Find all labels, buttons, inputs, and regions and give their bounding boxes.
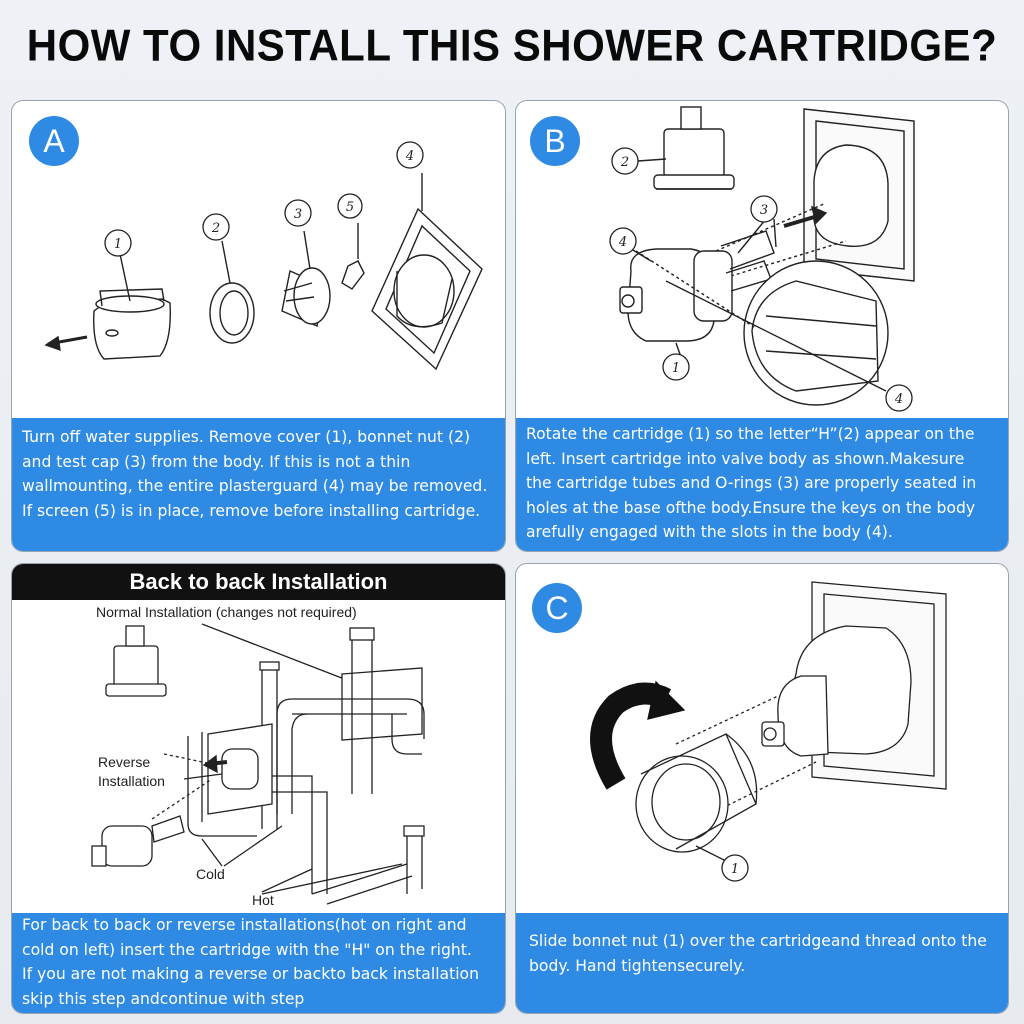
caption-line: and test cap (3) from the body. If this … [22, 452, 411, 471]
caption-line: left. Insert cartridge into valve body a… [526, 449, 965, 468]
step-a-panel: A [11, 100, 506, 552]
callout-4: 4 [618, 235, 627, 250]
caption-line: For back to back or reverse installation… [22, 916, 467, 934]
caption-line: arefully engaged with the slots in the b… [526, 523, 893, 541]
callout-3: 3 [294, 207, 302, 222]
step-a-badge: A [29, 116, 79, 166]
step-a-caption: Turn off water supplies. Remove cover (1… [12, 418, 505, 551]
cold-label: Cold [196, 866, 225, 882]
step-c-badge: C [532, 583, 582, 633]
back-to-back-header: Back to back Installation [12, 564, 505, 600]
caption-line: holes at the base ofthe body.Ensure the … [526, 498, 976, 517]
page-title: HOW TO INSTALL THIS SHOWER CARTRIDGE? [26, 20, 998, 71]
callout-4: 4 [405, 149, 414, 164]
step-c-caption: Slide bonnet nut (1) over the cartridgea… [516, 913, 1008, 1013]
callout-2: 2 [620, 155, 629, 170]
callout-1: 1 [731, 862, 739, 877]
callout-4-zoom: 4 [894, 392, 903, 407]
reverse-installation-label: Installation [98, 773, 165, 789]
back-to-back-illustration [91, 623, 425, 905]
back-to-back-caption: For back to back or reverse installation… [12, 913, 505, 1013]
step-b-badge: B [530, 116, 580, 166]
reverse-installation-label: Reverse [98, 754, 151, 770]
caption-line: If you are not making a reverse or backt… [22, 965, 479, 983]
step-c-panel: C 1 Slide bonnet nut (1) ove [515, 563, 1009, 1014]
callout-5: 5 [346, 200, 354, 215]
caption-line: the cartridge tubes and O-rings (3) are … [526, 474, 977, 492]
callout-3: 3 [760, 203, 768, 218]
step-b-caption: Rotate the cartridge (1) so the letter“H… [516, 418, 1008, 551]
caption-line: Slide bonnet nut (1) over the cartridgea… [529, 932, 987, 950]
callout-1: 1 [114, 237, 122, 252]
callout-1: 1 [672, 361, 680, 376]
caption-line: Rotate the cartridge (1) so the letter“H… [526, 425, 975, 443]
caption-line: If screen (5) is in place, remove before… [22, 501, 481, 520]
step-a-illustration: 1 2 3 5 4 [44, 141, 483, 371]
step-c-illustration: 1 [590, 581, 947, 882]
hot-label: Hot [252, 892, 274, 908]
callout-2: 2 [211, 221, 220, 236]
caption-line: skip this step andcontinue with step [22, 989, 305, 1008]
normal-installation-label: Normal Installation (changes not require… [96, 604, 357, 620]
caption-line: cold on left) insert the cartridge with … [22, 940, 472, 959]
step-b-illustration: 2 3 4 1 4 [609, 106, 915, 412]
caption-line: body. Hand tightensecurely. [529, 956, 746, 975]
back-to-back-panel: Back to back Installation Normal Install… [11, 563, 506, 1014]
step-b-panel: B [515, 100, 1009, 552]
caption-line: wallmounting, the entire plasterguard (4… [22, 477, 488, 495]
caption-line: Turn off water supplies. Remove cover (1… [22, 428, 471, 446]
